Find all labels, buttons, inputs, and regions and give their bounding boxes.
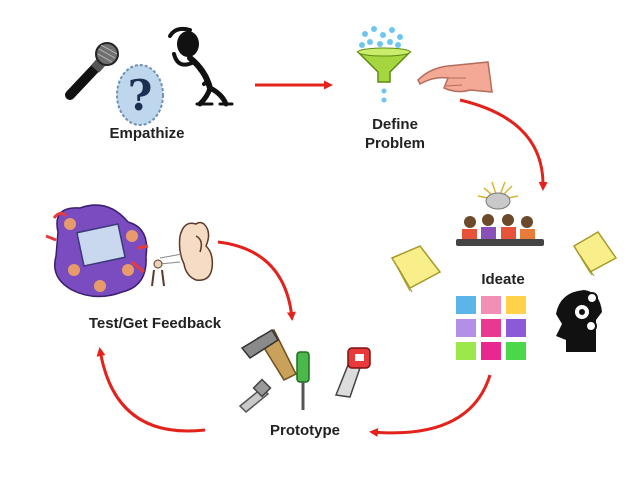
thinking-person-icon: [168, 26, 234, 107]
saw-icon: [334, 347, 371, 398]
brainstorm-people-icon: [456, 181, 544, 246]
question-mark-icon: ?: [116, 64, 164, 126]
cycle-arrows: [96, 80, 548, 437]
arrow-ideate-to-prototype: [369, 374, 492, 437]
gears-head-icon: [556, 290, 602, 352]
stage-label-empathize: Empathize: [109, 125, 185, 142]
sticky-note-icon: [390, 245, 442, 293]
hammer-icon: [240, 328, 298, 381]
pointing-hand-icon: [417, 61, 493, 93]
microphone-icon: [65, 42, 119, 100]
sticky-note-icon: [572, 231, 618, 277]
sticky-notes-grid-icon: [456, 296, 526, 360]
stage-label-define-line1: Define: [372, 116, 418, 133]
stage-label-define-problem: Define Problem: [350, 115, 440, 153]
arrow-test-to-prototype: [217, 240, 296, 321]
arrow-define-to-ideate: [459, 98, 548, 191]
team-meeting-icon: [45, 204, 149, 298]
stage-label-prototype: Prototype: [269, 422, 340, 439]
svg-text:?: ?: [128, 71, 153, 120]
stage-label-test-get-feedback: Test/Get Feedback: [88, 315, 222, 332]
arrow-prototype-to-test: [96, 347, 206, 433]
funnel-icon: [356, 26, 412, 103]
stage-label-define-line2: Problem: [364, 135, 425, 152]
ear-listening-icon: [151, 221, 214, 287]
stage-label-ideate: Ideate: [481, 271, 525, 288]
screwdriver-icon: [296, 351, 310, 410]
bolt-icon: [238, 378, 272, 414]
